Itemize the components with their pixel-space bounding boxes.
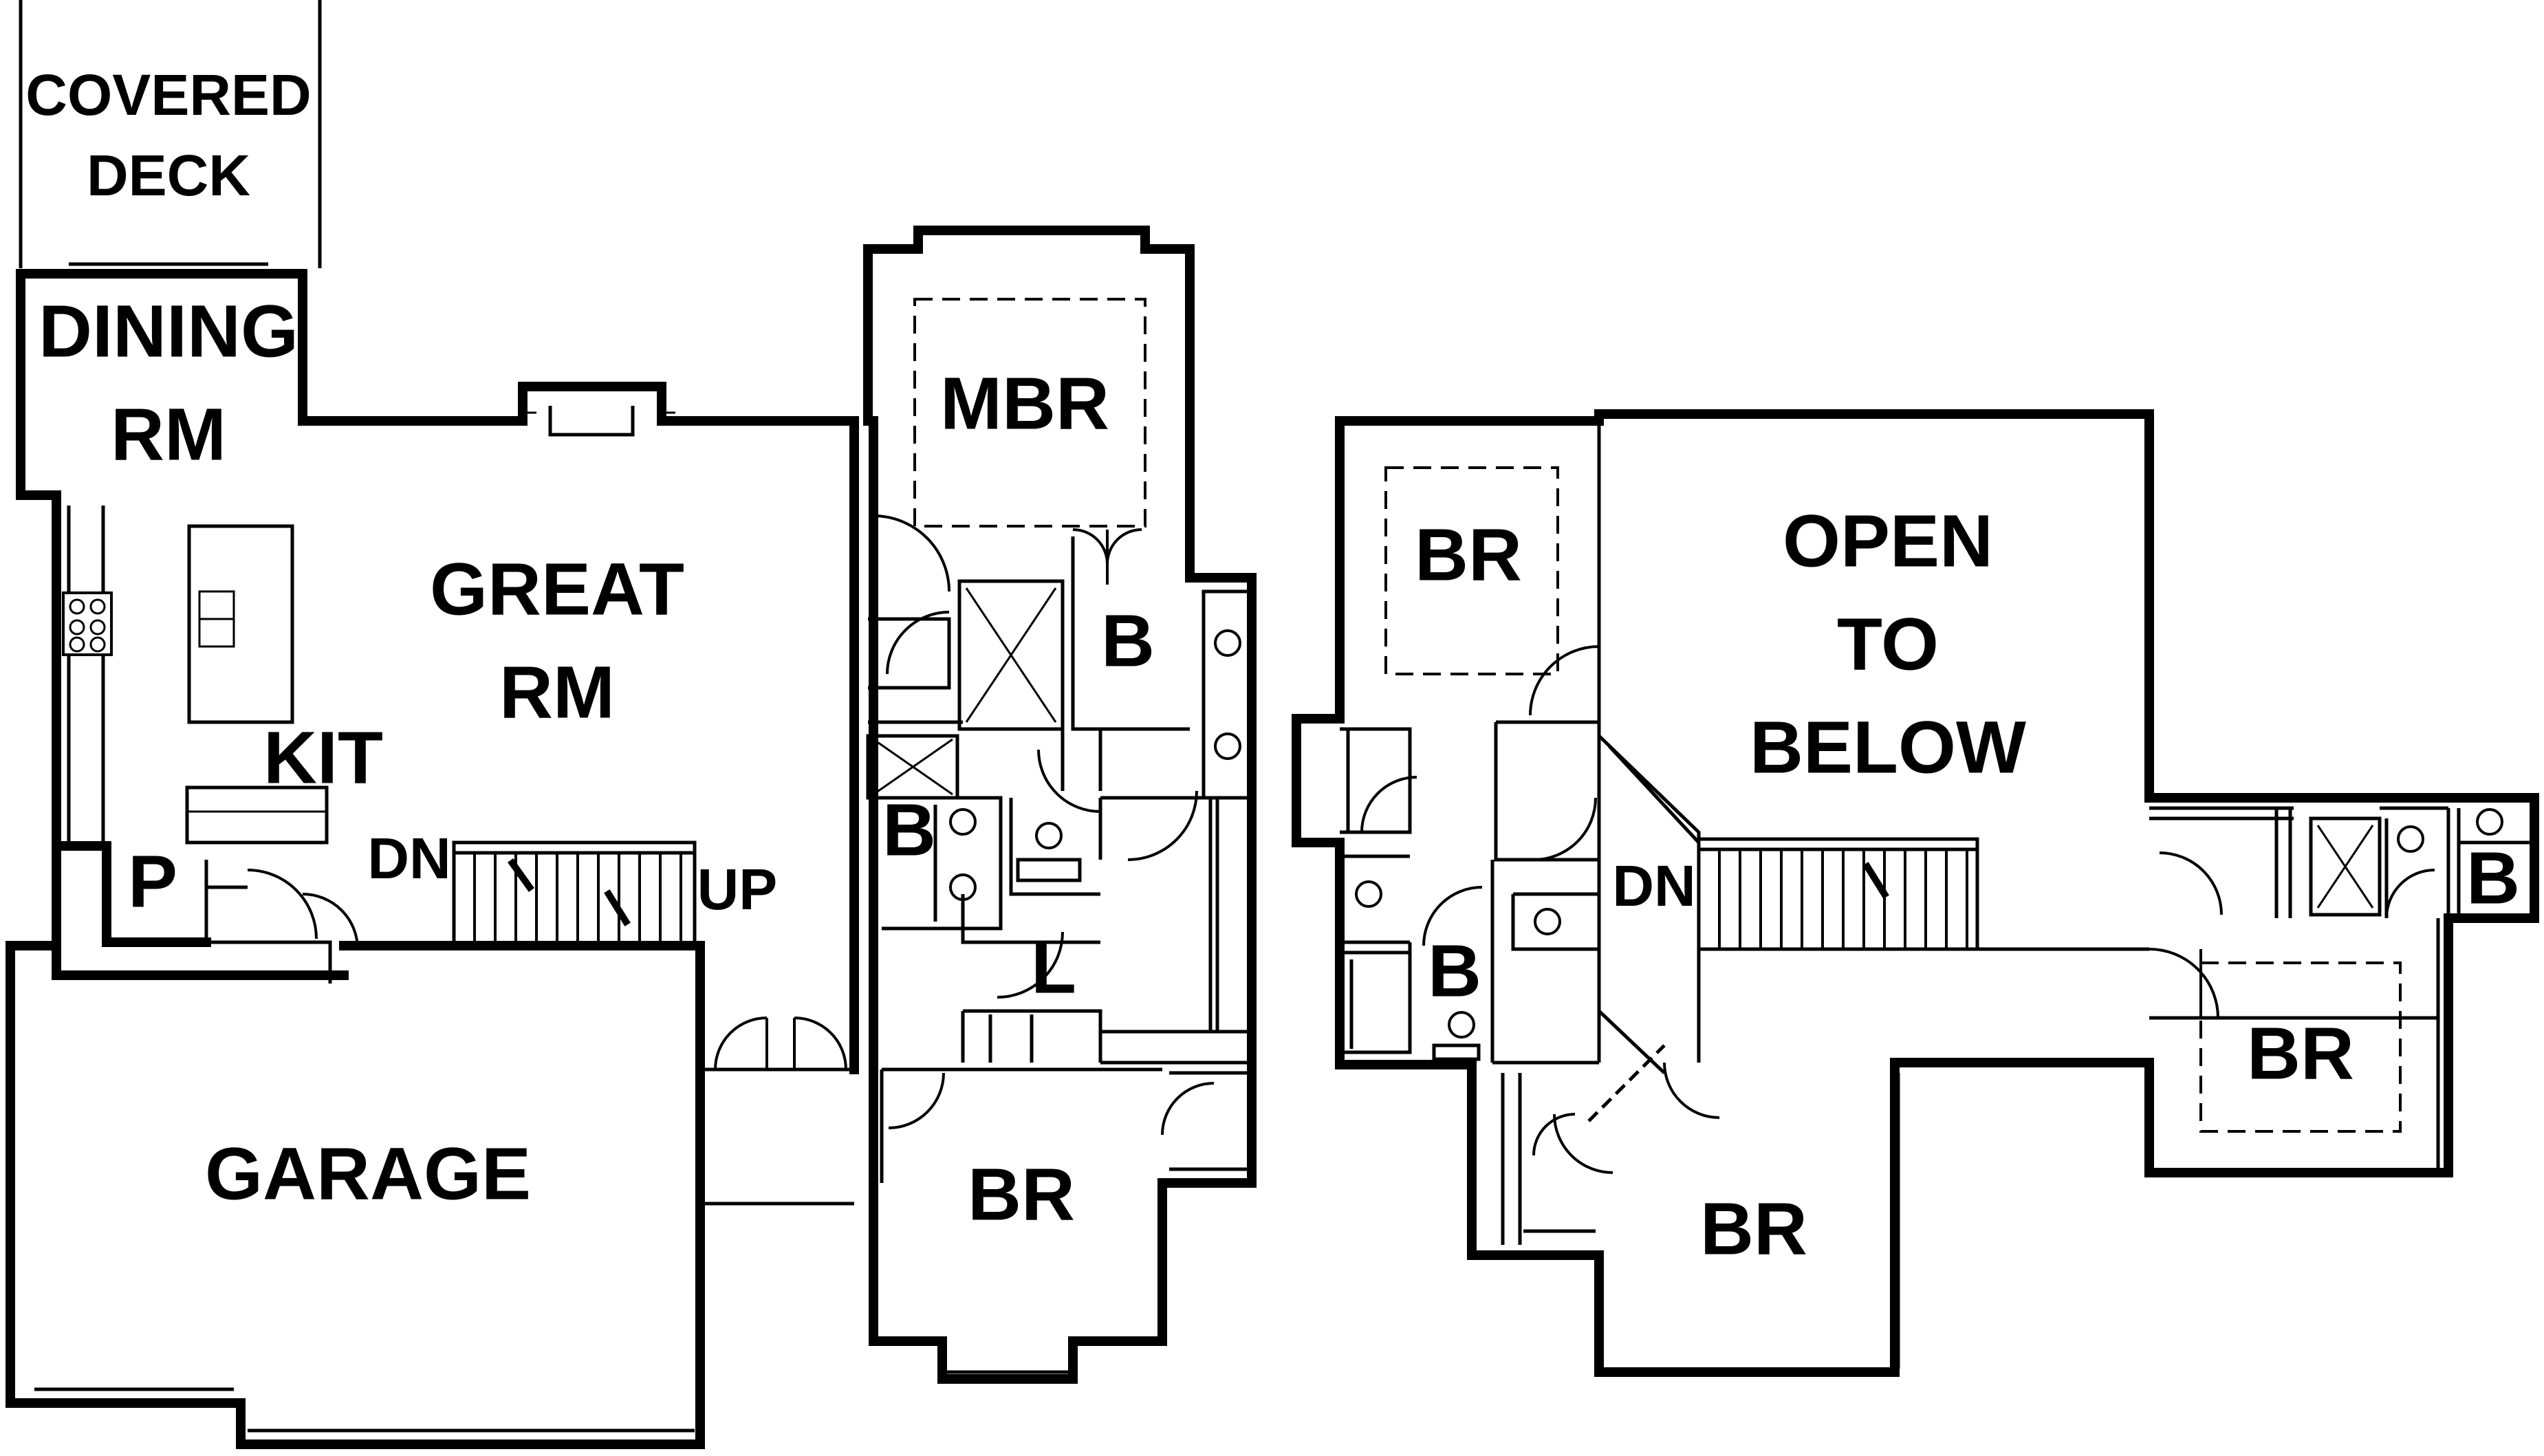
hall-bath-label: B (882, 788, 936, 871)
upper-stair-down-label: DN (1612, 854, 1695, 918)
nw-br-tray-ceiling (1384, 466, 1559, 675)
covered-deck-label-line2: DECK (87, 143, 250, 208)
main-house-exterior-wall (16, 269, 859, 1074)
open-to-below-label-line3: BELOW (1750, 706, 2026, 789)
great-rm-label-line1: GREAT (430, 547, 684, 631)
mbr-tray-ceiling (913, 298, 1146, 528)
garage-label: GARAGE (205, 1132, 531, 1215)
east-br-tray-ceiling (2199, 961, 2402, 1133)
dining-rm-label-line2: RM (111, 393, 226, 476)
stair-up-label: UP (697, 857, 778, 922)
kitchen-peninsula (185, 785, 329, 845)
mbr-label: MBR (940, 362, 1109, 445)
stair-down-label: DN (367, 826, 450, 891)
open-to-below-label-line1: OPEN (1783, 499, 1993, 583)
covered-deck-label-line1: COVERED (25, 63, 311, 127)
upper-staircase (1697, 837, 1979, 951)
fireplace-icon (548, 406, 635, 437)
nw-br-label: BR (1415, 513, 1522, 596)
pantry-label: P (128, 840, 177, 923)
west-bath-label: B (1428, 929, 1481, 1012)
open-to-below-label-line2: TO (1837, 602, 1939, 686)
great-rm-label-line2: RM (499, 651, 615, 734)
south-br-label: BR (1700, 1187, 1807, 1270)
kitchen-island (187, 524, 294, 724)
east-bath-label: B (2466, 836, 2520, 920)
cooktop-icon (62, 591, 113, 656)
laundry-label: L (1031, 926, 1076, 1009)
kit-label: KIT (263, 716, 383, 799)
first-floor-br-label: BR (968, 1153, 1075, 1236)
second-floor-plan (1292, 409, 2539, 1377)
covered-deck-outline (19, 0, 322, 268)
first-floor-plan (6, 0, 1257, 1449)
room-labels: COVERED DECK DINING RM GREAT RM KIT P DN… (25, 63, 2520, 1270)
main-staircase (452, 840, 697, 948)
garage-exterior-wall (6, 941, 705, 1449)
master-bath-label: B (1101, 599, 1155, 682)
shower-stall (957, 579, 1065, 731)
east-br-label: BR (2247, 1012, 2354, 1095)
dining-rm-label-line1: DINING (39, 290, 298, 373)
